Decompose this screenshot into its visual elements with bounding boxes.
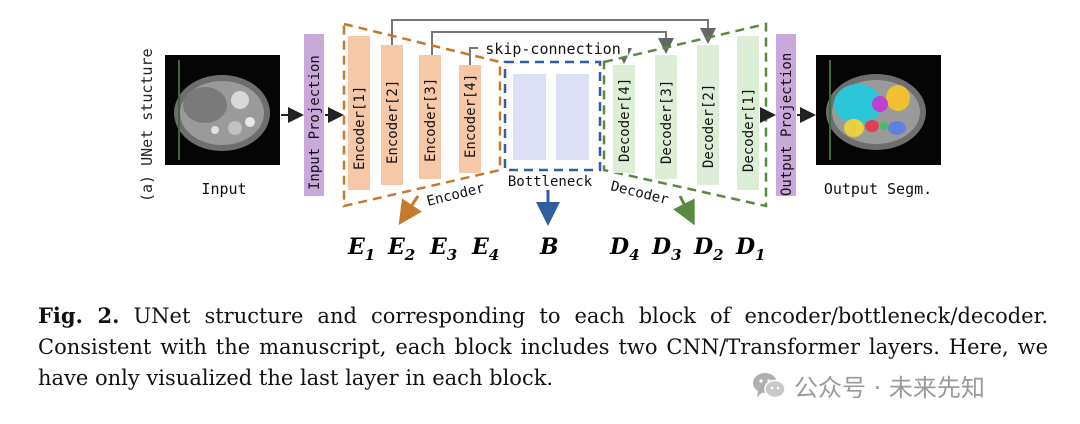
input-projection-label: Input Projection: [307, 55, 323, 190]
symbol-e3: E3: [429, 234, 457, 264]
input-projection-block: [304, 34, 324, 196]
encoder-block-1: [348, 36, 370, 190]
watermark: 公众号 · 未来先知: [752, 368, 985, 403]
bottleneck-box: [503, 60, 602, 172]
encoder-label-1: Encoder[1]: [352, 86, 368, 170]
encoder-label-4: Encoder[4]: [463, 74, 479, 158]
bottleneck-group-label: Bottleneck: [508, 174, 593, 190]
decoder-block-2: [697, 45, 719, 185]
output-label: Output Segm.: [824, 180, 932, 198]
decoder-trapezoid: [602, 22, 768, 208]
output-segmentation-image: [816, 55, 941, 165]
symbol-d4: D4: [609, 234, 640, 264]
watermark-text: 公众号 · 未来先知: [794, 374, 985, 402]
encoder-block-4: [459, 65, 481, 173]
decoder-output-arrow: [673, 195, 695, 226]
symbol-e4: E4: [471, 234, 499, 264]
symbol-e2: E2: [387, 234, 415, 264]
encoder-label-3: Encoder[3]: [423, 78, 439, 162]
decoder-label-3: Decoder[3]: [659, 80, 675, 164]
unet-diagram: (a) UNet stucture Input Input Projection…: [138, 19, 941, 264]
symbol-d3: D3: [651, 234, 682, 264]
symbol-e1: E1: [347, 234, 375, 264]
symbol-b: B: [539, 234, 559, 260]
figure-caption-text: UNet structure and corresponding to each…: [38, 304, 1048, 390]
input-label: Input: [201, 180, 246, 198]
skip-connection-label: skip-connection: [485, 40, 620, 58]
figure-caption-label: Fig. 2.: [38, 303, 120, 328]
decoder-block-3: [655, 55, 677, 179]
encoder-block-2: [381, 45, 403, 185]
figure-caption: Fig. 2. UNet structure and corresponding…: [38, 300, 1048, 394]
side-label: (a) UNet stucture: [138, 48, 156, 202]
wechat-icon: [753, 372, 786, 398]
decoder-label-1: Decoder[1]: [741, 88, 757, 172]
symbol-d2: D2: [693, 234, 724, 264]
decoder-block-1: [737, 36, 759, 190]
bottleneck-layer-1: [513, 74, 546, 160]
decoder-block-4: [613, 65, 635, 173]
encoder-label-2: Encoder[2]: [385, 80, 401, 164]
output-projection-block: [776, 34, 796, 196]
input-ct-image: [165, 55, 280, 165]
encoder-output-arrow: [398, 195, 422, 225]
encoder-block-3: [419, 55, 441, 179]
encoder-trapezoid: [342, 22, 502, 208]
symbol-row: E1 E2 E3 E4 B D4 D3 D2 D1: [347, 234, 766, 264]
symbol-d1: D1: [735, 234, 766, 264]
decoder-label-2: Decoder[2]: [701, 84, 717, 168]
bottleneck-layer-2: [556, 74, 589, 160]
output-projection-label: Output Projection: [779, 53, 795, 196]
decoder-label-4: Decoder[4]: [617, 78, 633, 162]
